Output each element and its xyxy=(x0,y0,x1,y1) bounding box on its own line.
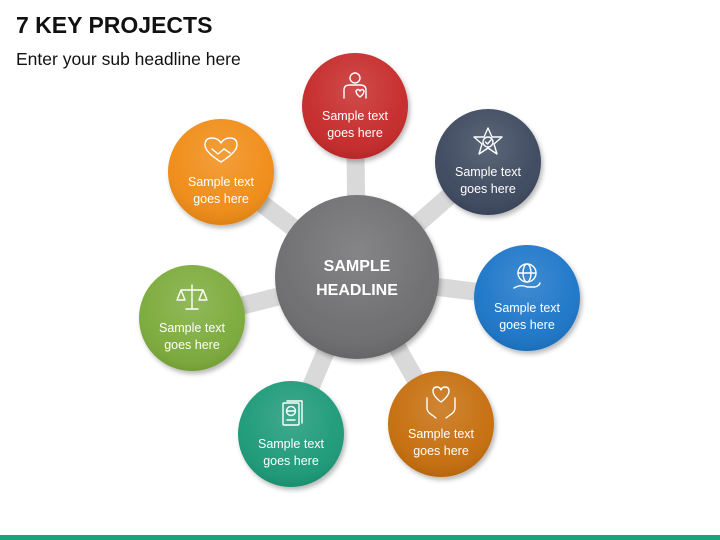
project-node-label-line2: goes here xyxy=(263,454,319,468)
project-node-gloss xyxy=(388,371,494,477)
star-badge-icon xyxy=(473,127,503,155)
project-node-label-line1: Sample text xyxy=(494,301,561,315)
project-node-gloss xyxy=(139,265,245,371)
project-node-label-line2: goes here xyxy=(164,338,220,352)
center-label-line1: SAMPLE xyxy=(324,258,391,275)
project-node-label-line1: Sample text xyxy=(258,437,325,451)
project-node-gloss xyxy=(238,381,344,487)
project-node-label-line1: Sample text xyxy=(322,109,389,123)
bottom-accent-bar xyxy=(0,535,720,540)
person-heart-icon xyxy=(343,72,367,99)
globe-hand-icon xyxy=(513,263,541,289)
project-node-label-line2: goes here xyxy=(460,182,516,196)
project-node-label-line2: goes here xyxy=(413,444,469,458)
passport-icon xyxy=(282,400,303,426)
project-node-top: Sample text goes here xyxy=(302,53,408,159)
project-node-top-right: Sample text goes here xyxy=(435,109,541,215)
center-label-line2: HEADLINE xyxy=(316,282,398,299)
project-node-label-line1: Sample text xyxy=(408,427,475,441)
project-node-left: Sample text goes here xyxy=(139,265,245,371)
project-node-gloss xyxy=(168,119,274,225)
project-node-gloss xyxy=(474,245,580,351)
page-subtitle: Enter your sub headline here xyxy=(16,49,241,69)
project-node-bottom: Sample text goes here xyxy=(238,381,344,487)
scales-icon xyxy=(176,284,208,310)
project-node-label-line1: Sample text xyxy=(188,175,255,189)
project-node-label-line1: Sample text xyxy=(159,321,226,335)
project-node-label-line2: goes here xyxy=(499,318,555,332)
center-gloss xyxy=(275,195,439,359)
project-node-label-line2: goes here xyxy=(193,192,249,206)
project-node-gloss xyxy=(435,109,541,215)
project-node-bottom-right: Sample text goes here xyxy=(388,371,494,477)
project-node-gloss xyxy=(302,53,408,159)
project-node-label-line2: goes here xyxy=(327,126,383,140)
page-title: 7 KEY PROJECTS xyxy=(16,12,213,38)
project-node-label-line1: Sample text xyxy=(455,165,522,179)
project-node-top-left: Sample text goes here xyxy=(168,119,274,225)
handshake-heart-icon xyxy=(204,137,238,163)
project-node-right: Sample text goes here xyxy=(474,245,580,351)
hands-heart-icon xyxy=(426,386,456,419)
